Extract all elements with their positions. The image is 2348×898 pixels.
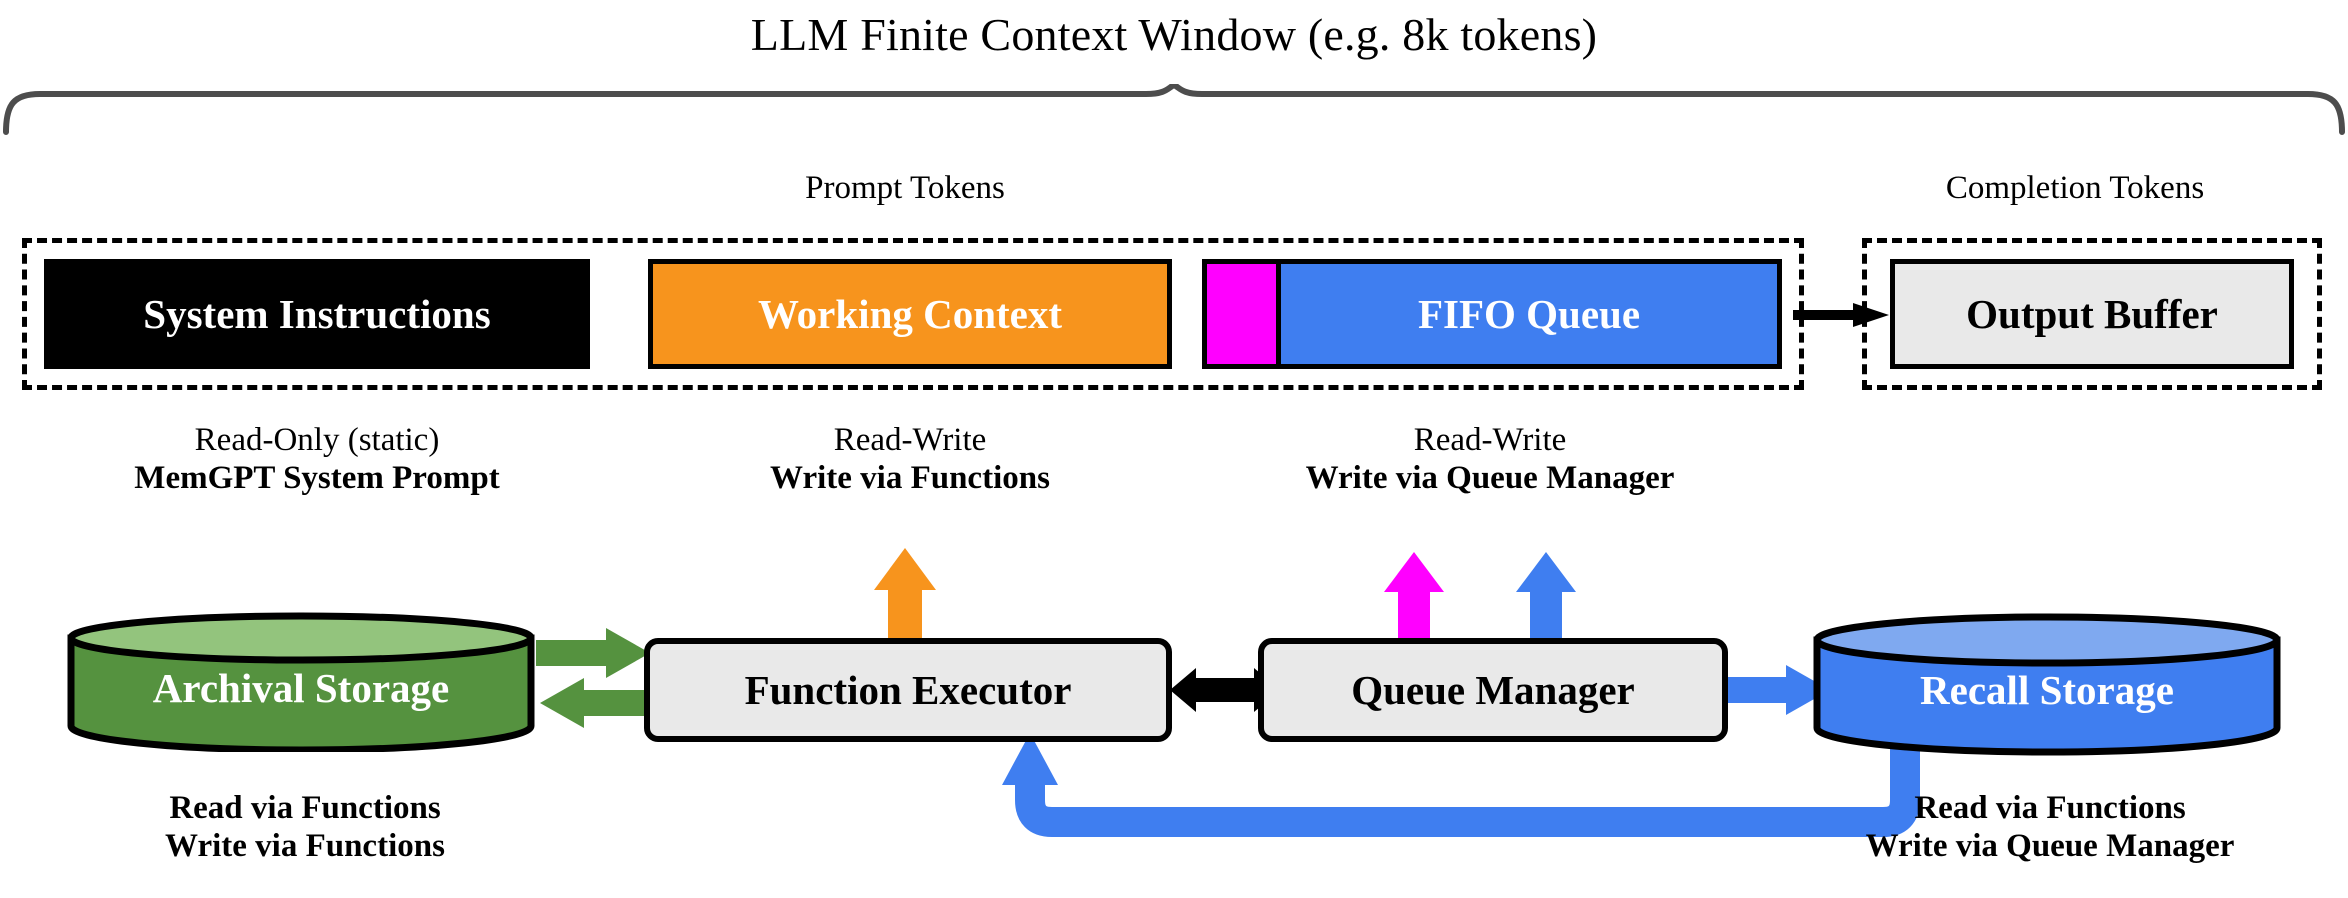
context-window-brace [0, 81, 2348, 136]
caption-line-1: Read-Write [1413, 422, 1567, 458]
caption-line-1: Read via Functions [1914, 790, 2186, 826]
prompt-tokens-label: Prompt Tokens [805, 170, 1005, 206]
function-executor-label: Function Executor [744, 667, 1072, 713]
system-instructions-caption: Read-Only (static) MemGPT System Prompt [42, 422, 592, 497]
caption-line-1: Read-Write [833, 422, 987, 458]
queue-manager-to-evicted-segment-arrow-icon [1384, 552, 1444, 640]
caption-line-2: Write via Queue Manager [1305, 459, 1675, 496]
queue-manager-box[interactable]: Queue Manager [1258, 638, 1728, 742]
completion-tokens-label: Completion Tokens [1945, 170, 2205, 206]
fifo-queue-evicted-segment [1207, 264, 1281, 364]
output-buffer-box[interactable]: Output Buffer [1890, 259, 2294, 369]
recall-to-function-executor-return-path [1002, 733, 1920, 837]
recall-storage-cylinder[interactable]: Recall Storage [1812, 612, 2282, 757]
recall-storage-label: Recall Storage [1920, 667, 2174, 713]
caption-line-2: Write via Queue Manager [1865, 827, 2235, 864]
archival-storage-caption: Read via Functions Write via Functions [60, 790, 550, 865]
fifo-queue-label: FIFO Queue [1417, 291, 1641, 337]
caption-line-1: Read-Only (static) [194, 422, 440, 458]
system-instructions-box[interactable]: System Instructions [44, 259, 590, 369]
working-context-caption: Read-Write Write via Functions [646, 422, 1174, 497]
fifo-queue-box[interactable]: FIFO Queue [1202, 259, 1782, 369]
output-buffer-label: Output Buffer [1966, 291, 2218, 337]
working-context-box[interactable]: Working Context [648, 259, 1172, 369]
caption-line-2: MemGPT System Prompt [134, 459, 500, 496]
queue-manager-to-fifo-arrow-icon [1516, 552, 1576, 640]
caption-line-2: Write via Functions [165, 827, 445, 864]
working-context-label: Working Context [757, 291, 1063, 337]
queue-manager-label: Queue Manager [1351, 667, 1635, 713]
function-executor-box[interactable]: Function Executor [644, 638, 1172, 742]
recall-storage-caption: Read via Functions Write via Queue Manag… [1790, 790, 2310, 865]
caption-line-2: Write via Functions [770, 459, 1050, 496]
system-instructions-label: System Instructions [143, 291, 491, 337]
fifo-to-output-arrow-icon [1793, 303, 1889, 327]
fifo-queue-caption: Read-Write Write via Queue Manager [1180, 422, 1800, 497]
function-executor-to-working-context-arrow-icon [874, 548, 936, 640]
archival-storage-write-arrow-icon [536, 628, 650, 678]
page-title: LLM Finite Context Window (e.g. 8k token… [750, 9, 1598, 60]
archival-storage-cylinder[interactable]: Archival Storage [66, 612, 536, 752]
archival-storage-label: Archival Storage [152, 665, 450, 711]
archival-storage-read-arrow-icon [540, 678, 654, 728]
caption-line-1: Read via Functions [169, 790, 441, 826]
